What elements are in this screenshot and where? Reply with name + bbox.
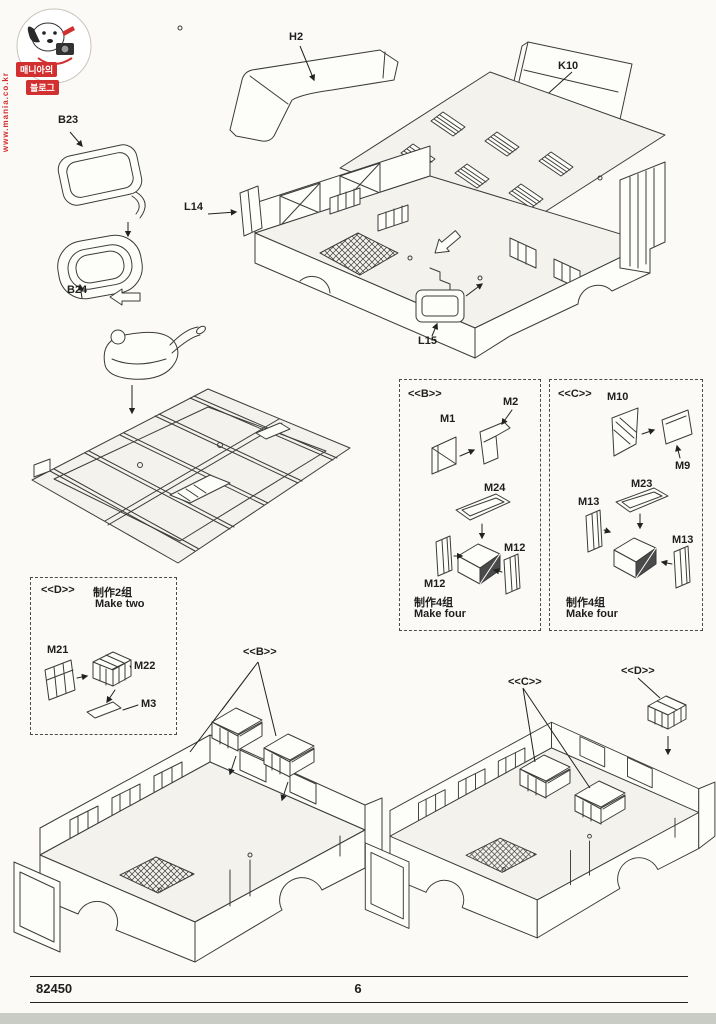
subassembly-box-c: <<C>> M10 M9 M23 M13 M13 制作4组 Make four <box>549 379 703 631</box>
make-count-en: Make two <box>95 598 145 610</box>
logo-badge-line1: 매니아의 <box>16 62 58 77</box>
part-label-m23: M23 <box>631 478 653 490</box>
callout-label-c: <<C>> <box>508 676 542 688</box>
assembly-arrow <box>465 283 484 297</box>
make-count-cn: 制作2组 <box>93 587 133 599</box>
make-count-en: Make four <box>566 608 618 620</box>
subassembly-d-parts <box>44 651 139 719</box>
part-label-m13-right: M13 <box>672 534 694 546</box>
subassembly-box-b: <<B>> M2 M1 M24 M12 M12 制作4组 Make four <box>399 379 541 631</box>
b23-handle <box>131 191 146 219</box>
make-count-cn: 制作4组 <box>566 597 606 609</box>
callout-label-d: <<D>> <box>621 665 655 677</box>
subassembly-c-header: <<C>> <box>558 388 592 400</box>
truck-bed-left <box>13 661 383 963</box>
part-label-m24: M24 <box>484 482 506 494</box>
leader-l15 <box>431 322 438 337</box>
watermark-url: www.mania.co.kr <box>1 72 10 153</box>
part-label-l14: L14 <box>184 201 203 213</box>
part-label-m13-left: M13 <box>578 496 600 508</box>
subassembly-box-d: <<D>> 制作2组 Make two M21 M22 M3 <box>30 577 177 735</box>
part-label-m1: M1 <box>440 413 456 425</box>
subassembly-b-parts <box>431 409 521 595</box>
logo-badge-line2: 블로그 <box>26 80 59 95</box>
part-label-m3: M3 <box>141 698 157 710</box>
subassembly-c-parts <box>585 407 693 589</box>
part-label-l15: L15 <box>418 335 437 347</box>
part-label-m21: M21 <box>47 644 69 656</box>
part-label-b23: B23 <box>58 114 79 126</box>
exploded-view-top <box>177 25 666 359</box>
part-label-m22: M22 <box>134 660 156 672</box>
leader-l14 <box>207 209 238 216</box>
make-count-en: Make four <box>414 608 466 620</box>
logo-badge: 매니아의 블로그 <box>16 60 59 96</box>
callout-lines-b <box>189 661 277 753</box>
part-b24-seal-ring <box>57 234 143 300</box>
subassembly-b-header: <<B>> <box>408 388 442 400</box>
part-label-m10: M10 <box>607 391 629 403</box>
subassembly-c-drawing <box>585 407 693 589</box>
scan-edge <box>0 1013 716 1024</box>
callout-lines-c <box>522 687 591 789</box>
part-label-k10: K10 <box>558 60 579 72</box>
part-l14-bracket <box>239 185 263 237</box>
part-label-m9: M9 <box>675 460 691 472</box>
truck-bed-right <box>364 677 716 939</box>
direction-arrow <box>109 288 141 306</box>
make-count-cn: 制作4组 <box>414 597 454 609</box>
subassembly-d-header: <<D>> <box>41 584 75 596</box>
brand-logo: 매니아의 블로그 <box>10 4 110 114</box>
part-label-m12-right: M12 <box>504 542 526 554</box>
part-l15-plate <box>415 289 465 323</box>
part-label-h2: H2 <box>289 31 304 43</box>
subassembly-d-drawing <box>44 651 139 719</box>
truck-bed-body <box>254 145 666 359</box>
part-b23-hatch-lid <box>57 144 143 206</box>
footer-bottom-rule <box>30 1002 688 1003</box>
kit-number: 82450 <box>36 981 73 996</box>
part-reservoir <box>103 325 206 380</box>
part-chassis-frame <box>31 388 351 564</box>
footer-top-rule <box>30 976 688 977</box>
direction-arrow <box>434 230 462 254</box>
leader-b24 <box>77 283 85 299</box>
placement-views <box>13 661 716 963</box>
page-number: 6 <box>354 981 362 996</box>
part-label-m12-left: M12 <box>424 578 446 590</box>
part-h2-front-panel <box>229 49 399 142</box>
leader-h2 <box>299 45 316 82</box>
part-label-m2: M2 <box>503 396 519 408</box>
callout-label-b: <<B>> <box>243 646 277 658</box>
hatch-parts-view <box>57 131 146 306</box>
chassis-view <box>31 325 351 564</box>
leader-b23 <box>69 131 83 147</box>
callout-line-d <box>637 677 661 699</box>
subassembly-b-drawing <box>431 409 521 595</box>
part-label-b24: B24 <box>67 284 88 296</box>
